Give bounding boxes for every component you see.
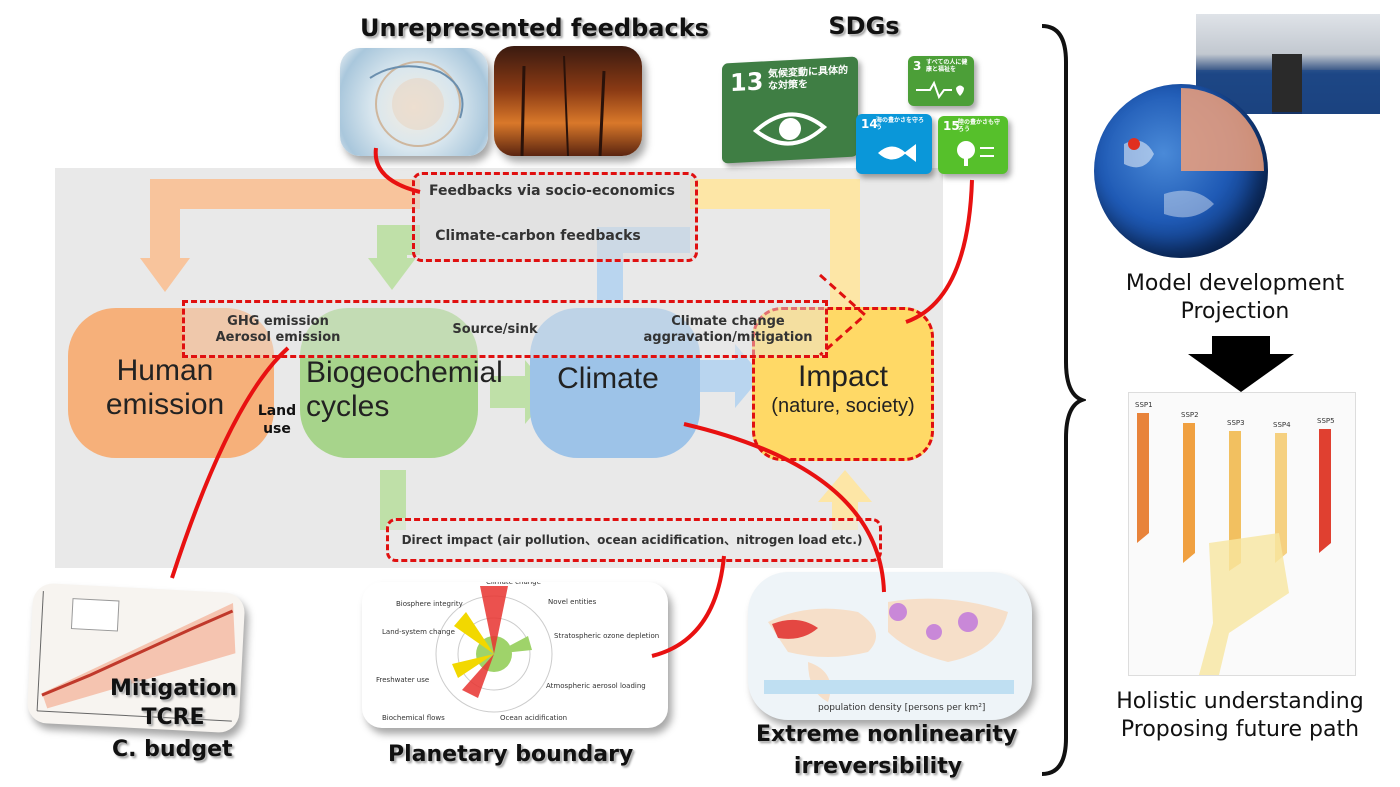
source-sink-label: Source/sink bbox=[452, 322, 538, 337]
feedback-arrowhead-orange bbox=[140, 258, 190, 292]
ssp-scenario-image: SSP1 SSP2 SSP3 SSP4 SSP5 bbox=[1128, 392, 1356, 676]
climate-box bbox=[530, 308, 700, 458]
planetary-boundary-heading: Planetary boundary bbox=[388, 742, 634, 767]
eye-globe-icon bbox=[752, 112, 828, 146]
impact-label: Impact (nature, society) bbox=[771, 360, 915, 417]
climate-model-globe bbox=[1094, 84, 1268, 258]
down-arrow-icon bbox=[1188, 336, 1294, 392]
tree-icon bbox=[957, 141, 994, 166]
sdgs-heading: SDGs bbox=[828, 12, 900, 40]
heartbeat-icon bbox=[916, 80, 964, 100]
cbudget-heading: C. budget bbox=[112, 737, 233, 762]
climate-label: Climate bbox=[557, 362, 659, 395]
extreme-heading-1: Extreme nonlinearity bbox=[756, 722, 1018, 747]
pb-label-0: Climate change bbox=[486, 582, 541, 586]
ssp-label-2: SSP3 bbox=[1227, 419, 1245, 427]
emission-dashed-arrowhead bbox=[819, 273, 868, 357]
fish-icon bbox=[878, 144, 916, 162]
extreme-heading-2: irreversibility bbox=[793, 754, 963, 779]
tcre-chart-image bbox=[26, 582, 246, 734]
feedback-arrowhead-green bbox=[368, 258, 416, 290]
biogeochemical-box bbox=[300, 308, 478, 458]
direct-impact-label: Direct impact (air pollution、ocean acidi… bbox=[401, 533, 863, 547]
feedback-arrow-green bbox=[377, 225, 420, 262]
sdg-3-tile: 3 すべての人に健康と福祉を bbox=[908, 56, 974, 106]
sdg-13-tile: 13 気候変動に具体的な対策を bbox=[722, 56, 858, 164]
unrepresented-feedbacks-heading: Unrepresented feedbacks bbox=[360, 14, 709, 42]
wildfire-image bbox=[494, 46, 642, 156]
planetary-boundary-chart: Climate change Novel entities Stratosphe… bbox=[376, 582, 659, 722]
arctic-map-image bbox=[340, 48, 488, 156]
ssp-label-1: SSP2 bbox=[1181, 411, 1199, 419]
feedback-dashed-box bbox=[412, 172, 698, 262]
flow-arrow-climate-impact bbox=[700, 344, 762, 408]
sdg-15-tile: 15 陸の豊かさも守ろう bbox=[938, 116, 1008, 174]
ssp-label-3: SSP4 bbox=[1273, 421, 1291, 429]
world-map-image: population density [persons per km²] bbox=[748, 572, 1032, 720]
pb-label-1: Novel entities bbox=[548, 598, 597, 606]
right-brace bbox=[1041, 24, 1086, 776]
pb-label-8: Biosphere integrity bbox=[396, 600, 463, 608]
pb-label-5: Biochemical flows bbox=[382, 714, 445, 722]
pb-label-3: Atmospheric aerosol loading bbox=[546, 682, 646, 690]
map-caption: population density [persons per km²] bbox=[818, 703, 985, 713]
planetary-boundary-image: Climate change Novel entities Stratosphe… bbox=[362, 582, 668, 728]
mitigation-heading: Mitigation bbox=[110, 676, 237, 701]
feedbacks-socio-label: Feedbacks via socio-economics bbox=[428, 183, 676, 199]
pb-label-2: Stratospheric ozone depletion bbox=[554, 632, 659, 640]
ssp-label-0: SSP1 bbox=[1135, 401, 1153, 409]
feedback-arrow-yellow bbox=[690, 179, 860, 330]
feedback-arrow-orange bbox=[150, 179, 420, 262]
tcre-heading: TCRE bbox=[141, 705, 205, 730]
sdg-14-tile: 14 海の豊かさを守ろう bbox=[856, 114, 932, 174]
emission-dashed-box bbox=[182, 300, 828, 358]
ssp-label-4: SSP5 bbox=[1317, 417, 1335, 425]
pb-label-6: Freshwater use bbox=[376, 676, 429, 684]
climate-carbon-label: Climate-carbon feedbacks bbox=[435, 228, 641, 244]
pb-label-7: Land-system change bbox=[382, 628, 455, 636]
impact-up-arrowhead bbox=[818, 470, 872, 502]
pb-label-4: Ocean acidification bbox=[500, 714, 567, 722]
